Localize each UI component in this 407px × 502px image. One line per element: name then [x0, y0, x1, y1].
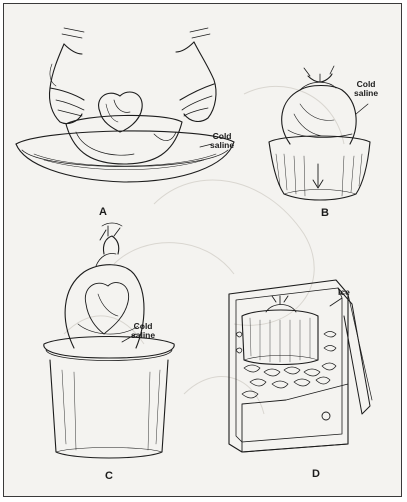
panel-d-callout: Ice — [338, 288, 350, 297]
panel-letter-c: C — [105, 470, 113, 482]
figure-frame: Cold saline Cold saline Cold saline Ice … — [3, 3, 402, 497]
panel-letter-a: A — [99, 206, 107, 218]
panel-b-callout: Cold saline — [354, 80, 378, 98]
panel-a-callout: Cold saline — [210, 132, 234, 150]
panel-letter-b: B — [321, 207, 329, 219]
panel-letter-d: D — [312, 468, 320, 480]
panel-c-callout: Cold saline — [131, 322, 155, 340]
line-illustration — [4, 4, 402, 497]
panel-d-drawing — [229, 280, 372, 452]
panel-c-drawing — [44, 223, 174, 458]
panel-a-drawing — [16, 28, 234, 182]
